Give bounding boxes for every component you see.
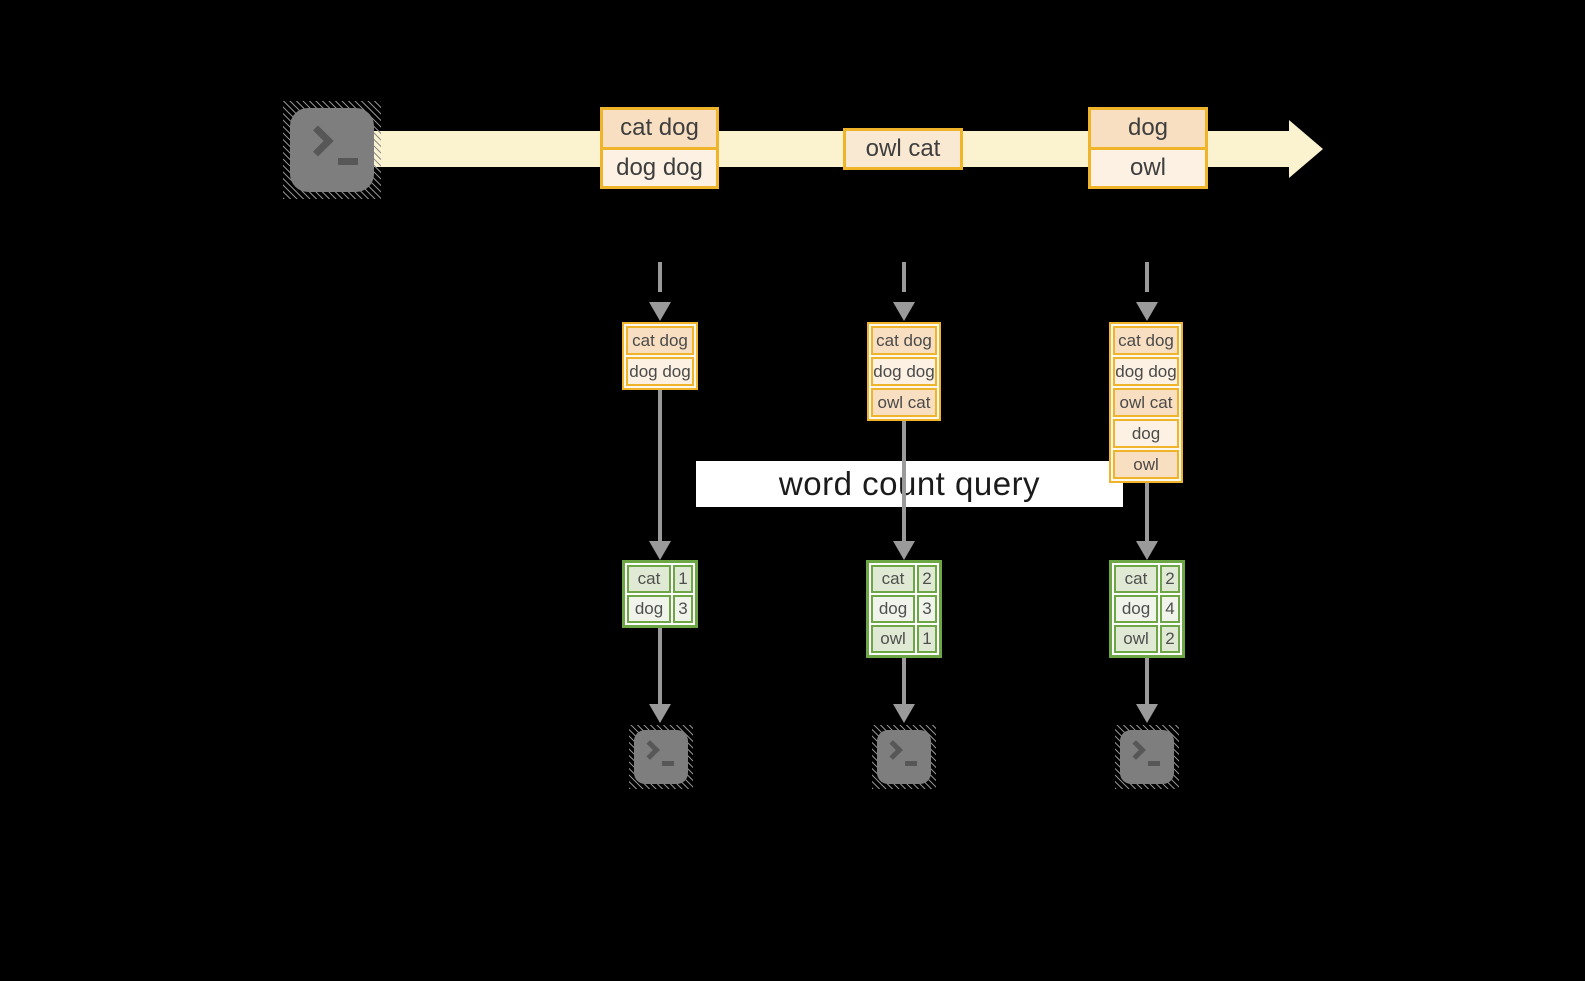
count-value: 2 xyxy=(1160,565,1180,593)
arrow-head xyxy=(649,704,671,723)
terminal-icon xyxy=(283,101,381,199)
count-word: dog xyxy=(627,595,671,623)
arrow-line xyxy=(902,419,906,544)
count-value: 3 xyxy=(917,595,937,623)
arrow-head xyxy=(1136,704,1158,723)
prompt-underscore-icon xyxy=(905,761,917,766)
dashed-arrow-line xyxy=(1145,262,1149,292)
state-box-1: cat dog dog dog xyxy=(622,322,698,390)
count-word: owl xyxy=(871,625,915,653)
dashed-arrow-head xyxy=(649,302,671,321)
arrow-head xyxy=(893,541,915,560)
terminal-screen xyxy=(634,730,688,784)
arrow-head xyxy=(1136,541,1158,560)
count-table-1: cat 1 dog 3 xyxy=(622,560,698,628)
prompt-chevron-icon xyxy=(640,740,660,760)
count-value: 2 xyxy=(1160,625,1180,653)
dashed-arrow-head xyxy=(1136,302,1158,321)
terminal-icon xyxy=(1115,725,1179,789)
arrow-line xyxy=(658,628,662,706)
arrow-line xyxy=(902,657,906,706)
count-word: dog xyxy=(871,595,915,623)
state-row: dog dog xyxy=(1113,357,1179,386)
state-row: dog xyxy=(1113,419,1179,448)
arrow-line xyxy=(1145,483,1149,544)
stream-batch-1: cat dog dog dog xyxy=(600,107,719,189)
state-row: dog dog xyxy=(871,357,937,386)
count-word: cat xyxy=(627,565,671,593)
state-row: cat dog xyxy=(871,326,937,355)
count-word: cat xyxy=(871,565,915,593)
state-box-2: cat dog dog dog owl cat xyxy=(867,322,941,421)
count-word: dog xyxy=(1114,595,1158,623)
terminal-screen xyxy=(290,108,374,192)
count-table-2: cat 2 dog 3 owl 1 xyxy=(866,560,942,658)
state-row: dog dog xyxy=(626,357,694,386)
state-row: owl xyxy=(1113,450,1179,479)
stream-batch-3: dog owl xyxy=(1088,107,1208,189)
arrow-line xyxy=(1145,657,1149,706)
count-value: 3 xyxy=(673,595,693,623)
dashed-arrow-line xyxy=(658,262,662,292)
terminal-icon xyxy=(629,725,693,789)
prompt-chevron-icon xyxy=(1126,740,1146,760)
count-value: 4 xyxy=(1160,595,1180,623)
count-word: cat xyxy=(1114,565,1158,593)
terminal-screen xyxy=(1120,730,1174,784)
prompt-chevron-icon xyxy=(883,740,903,760)
terminal-screen xyxy=(877,730,931,784)
stream-timeline-arrowhead xyxy=(1289,120,1323,178)
state-row: cat dog xyxy=(1113,326,1179,355)
count-table-3: cat 2 dog 4 owl 2 xyxy=(1109,560,1185,658)
dashed-arrow-line xyxy=(902,262,906,292)
arrow-head xyxy=(649,541,671,560)
state-row: cat dog xyxy=(626,326,694,355)
query-label: word count query xyxy=(696,461,1123,507)
batch-row: dog dog xyxy=(603,146,716,186)
prompt-underscore-icon xyxy=(662,761,674,766)
batch-row: owl xyxy=(1091,146,1205,186)
prompt-chevron-icon xyxy=(302,125,334,157)
state-row: owl cat xyxy=(1113,388,1179,417)
arrow-line xyxy=(658,387,662,544)
count-value: 1 xyxy=(917,625,937,653)
count-word: owl xyxy=(1114,625,1158,653)
prompt-underscore-icon xyxy=(1148,761,1160,766)
stream-batch-2: owl cat xyxy=(843,128,963,170)
batch-row: dog xyxy=(1091,110,1205,147)
terminal-icon xyxy=(872,725,936,789)
state-box-3: cat dog dog dog owl cat dog owl xyxy=(1109,322,1183,483)
state-row: owl cat xyxy=(871,388,937,417)
prompt-underscore-icon xyxy=(338,158,358,165)
dashed-arrow-head xyxy=(893,302,915,321)
batch-row: cat dog xyxy=(603,110,716,147)
count-value: 2 xyxy=(917,565,937,593)
count-value: 1 xyxy=(673,565,693,593)
arrow-head xyxy=(893,704,915,723)
batch-row: owl cat xyxy=(846,131,960,167)
